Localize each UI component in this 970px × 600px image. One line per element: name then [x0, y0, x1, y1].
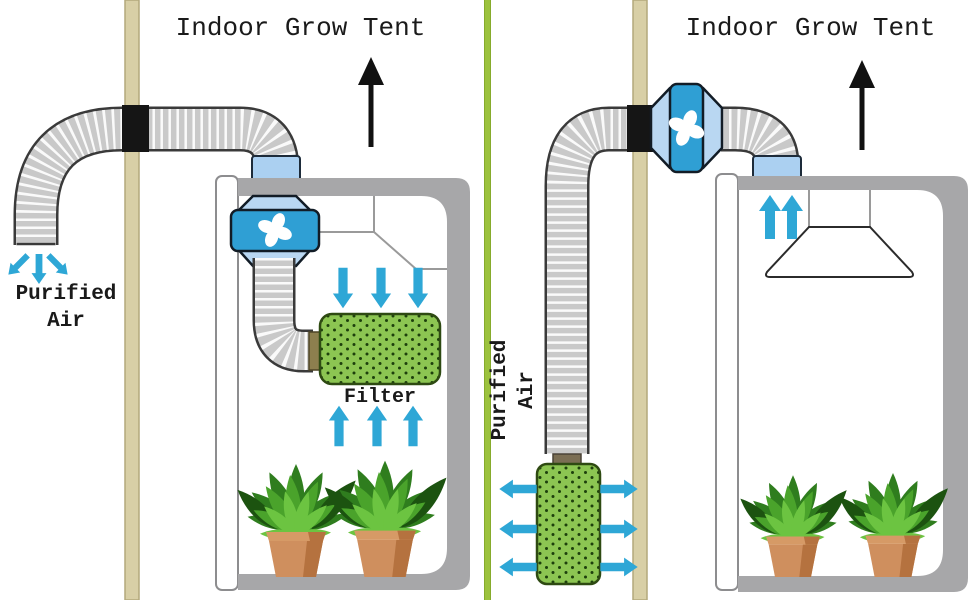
grow-light-hood — [765, 226, 914, 278]
fan-to-filter-duct — [544, 106, 645, 454]
grow-tent-frame — [215, 175, 470, 591]
inline-fan — [649, 82, 724, 174]
right-title: Indoor Grow Tent — [685, 13, 936, 43]
exhaust-duct — [13, 106, 300, 246]
right-diagram — [499, 0, 968, 600]
carbon-filter — [535, 462, 602, 586]
airflow-arrow-icon — [402, 405, 424, 447]
airflow-arrow-icon — [370, 267, 392, 309]
airflow-arrow-icon — [332, 267, 354, 309]
grow-tent-frame — [715, 173, 968, 592]
left-diagram — [3, 0, 470, 600]
airflow-arrow-icon — [328, 405, 350, 447]
duct-clamp — [627, 105, 654, 152]
airflow-arrow-icon — [600, 557, 638, 577]
airflow-arrow-icon — [499, 479, 537, 499]
airflow-arrow-icon — [759, 195, 781, 239]
airflow-arrow-icon — [499, 519, 537, 539]
airflow-arrow-icon — [43, 250, 73, 280]
airflow-arrow-icon — [499, 557, 537, 577]
airflow-arrows-up-inside-tent — [759, 195, 803, 239]
left-title: Indoor Grow Tent — [175, 13, 426, 43]
duct-clamp — [122, 105, 149, 152]
panel-divider-line — [484, 0, 491, 600]
support-pole — [632, 0, 648, 600]
airflow-arrows-into-filter — [332, 267, 429, 309]
tent-interior-edges — [319, 196, 447, 270]
airflow-arrow-icon — [600, 519, 638, 539]
airflow-arrow-icon — [366, 405, 388, 447]
potted-plant — [232, 464, 362, 577]
purified-air-line1: Purified — [489, 339, 512, 441]
exhaust-up-arrow-icon — [849, 60, 875, 150]
inline-fan — [229, 194, 321, 268]
fan-to-filter-duct — [252, 258, 313, 373]
potted-plant — [736, 475, 853, 577]
tent-left-wall — [715, 173, 739, 591]
airflow-arrow-icon — [31, 254, 47, 284]
left-panel: Indoor Grow Tent Purified Air Filter — [3, 0, 470, 600]
filter-label: Filter — [343, 386, 416, 409]
tent-frame — [738, 176, 968, 592]
exhaust-up-arrow-icon — [358, 57, 384, 147]
purified-air-line2: Air — [516, 371, 539, 409]
right-purified-air-label: Purified Air — [487, 325, 541, 455]
purified-air-line2: Air — [47, 310, 85, 333]
carbon-filter — [318, 312, 442, 386]
right-panel: Indoor Grow Tent Purified Air — [485, 0, 970, 600]
tent-left-wall — [215, 175, 239, 591]
potted-plant — [834, 473, 953, 577]
hanging-wires — [808, 190, 871, 227]
airflow-arrow-icon — [781, 195, 803, 239]
purified-air-line1: Purified — [15, 283, 117, 306]
airflow-arrows-from-plants — [328, 405, 424, 447]
airflow-arrow-icon — [3, 250, 33, 280]
airflow-arrow-icon — [407, 267, 429, 309]
left-purified-air-label: Purified Air — [5, 281, 127, 335]
support-pole — [124, 0, 140, 600]
airflow-arrow-icon — [600, 479, 638, 499]
purified-air-exit-arrows — [3, 250, 73, 284]
